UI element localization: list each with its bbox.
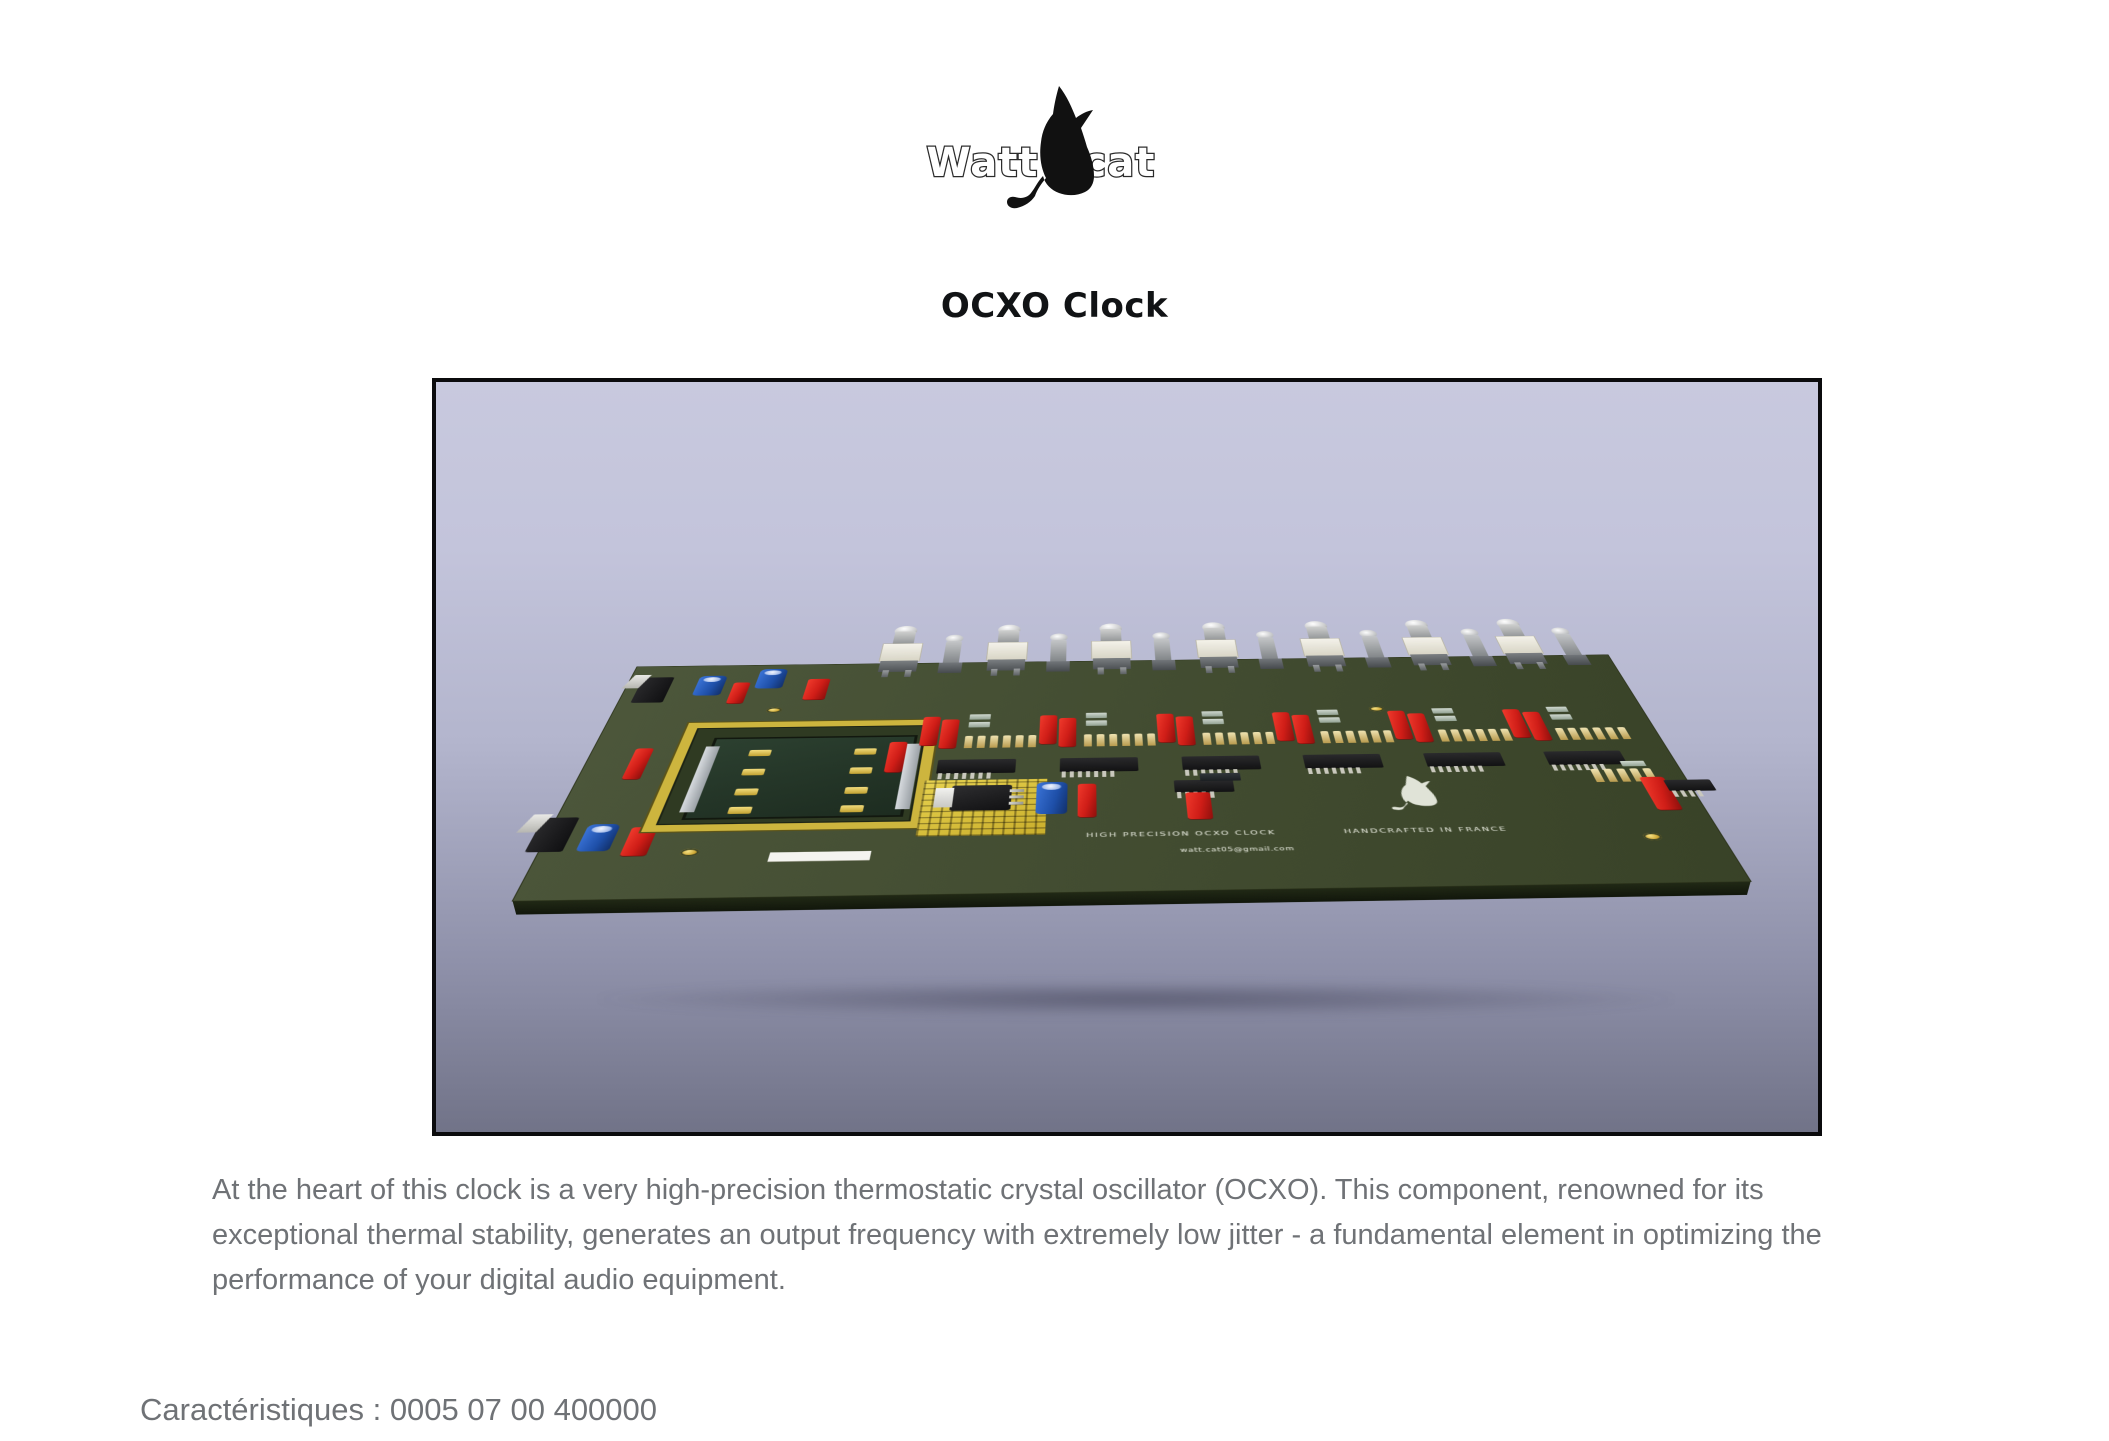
electrolytic-capacitor bbox=[575, 823, 622, 852]
bnc-connector-small bbox=[1249, 630, 1288, 673]
bnc-connector-small bbox=[933, 634, 970, 678]
mounting-pad bbox=[1641, 832, 1664, 841]
mounting-pad bbox=[1368, 706, 1385, 712]
film-capacitor bbox=[619, 826, 659, 857]
footer-text: Caractéristiques : 0005 07 00 400000 bbox=[140, 1398, 658, 1427]
silkscreen-line-right: HANDCRAFTED IN FRANCE bbox=[1343, 826, 1509, 836]
bnc-connector bbox=[1086, 623, 1139, 675]
bnc-connector-small bbox=[1146, 631, 1180, 674]
voltage-regulator bbox=[516, 814, 580, 853]
bnc-connector bbox=[979, 624, 1035, 676]
watt-cat-silkscreen-logo bbox=[1382, 775, 1441, 811]
white-silkscreen-label bbox=[767, 850, 872, 862]
pcb-surface: HIGH PRECISION OCXO CLOCK HANDCRAFTED IN… bbox=[511, 618, 1752, 902]
film-capacitor bbox=[1077, 783, 1097, 818]
film-capacitor bbox=[621, 748, 655, 780]
silkscreen-email: watt.cat05@gmail.com bbox=[1179, 845, 1296, 854]
electrolytic-capacitor bbox=[691, 675, 729, 696]
ocxo-oscillator-socket bbox=[640, 719, 939, 833]
brand-word-left: Watt bbox=[925, 139, 1039, 188]
pcb-board: HIGH PRECISION OCXO CLOCK HANDCRAFTED IN… bbox=[511, 547, 1752, 977]
product-image-frame: HIGH PRECISION OCXO CLOCK HANDCRAFTED IN… bbox=[432, 378, 1822, 1136]
product-render: HIGH PRECISION OCXO CLOCK HANDCRAFTED IN… bbox=[436, 382, 1818, 1132]
film-capacitor bbox=[1185, 792, 1214, 820]
film-capacitor bbox=[725, 682, 751, 704]
board-shadow bbox=[596, 982, 1676, 1016]
bnc-connector-small bbox=[1042, 633, 1073, 677]
brand-logo: Watt cat bbox=[0, 78, 2109, 209]
bnc-connector bbox=[1290, 621, 1355, 672]
film-capacitor bbox=[801, 678, 831, 700]
footer-clipped-line: Caractéristiques : 0005 07 00 400000 bbox=[140, 1398, 1040, 1441]
silkscreen-line-left: HIGH PRECISION OCXO CLOCK bbox=[1086, 829, 1277, 839]
mounting-pad bbox=[678, 848, 701, 857]
to220-transistor bbox=[932, 784, 1025, 811]
cat-silhouette-icon bbox=[1006, 86, 1094, 209]
bnc-connector bbox=[870, 625, 932, 678]
body-paragraph: At the heart of this clock is a very hig… bbox=[212, 1174, 1822, 1297]
bnc-connector bbox=[1188, 622, 1247, 674]
integrated-circuit bbox=[1173, 779, 1235, 799]
electrolytic-capacitor bbox=[753, 668, 789, 689]
ocxo-module bbox=[679, 735, 922, 821]
bnc-connector bbox=[1390, 619, 1461, 671]
brand-word-right: cat bbox=[1081, 139, 1156, 188]
mounting-pad bbox=[765, 707, 783, 713]
electrolytic-capacitor bbox=[1035, 781, 1068, 815]
smd-component bbox=[1199, 772, 1242, 782]
voltage-regulator bbox=[621, 674, 675, 703]
page-title: OCXO Clock bbox=[940, 286, 1169, 326]
bnc-connector-small bbox=[1352, 629, 1397, 672]
perfboard-module bbox=[915, 778, 1048, 837]
